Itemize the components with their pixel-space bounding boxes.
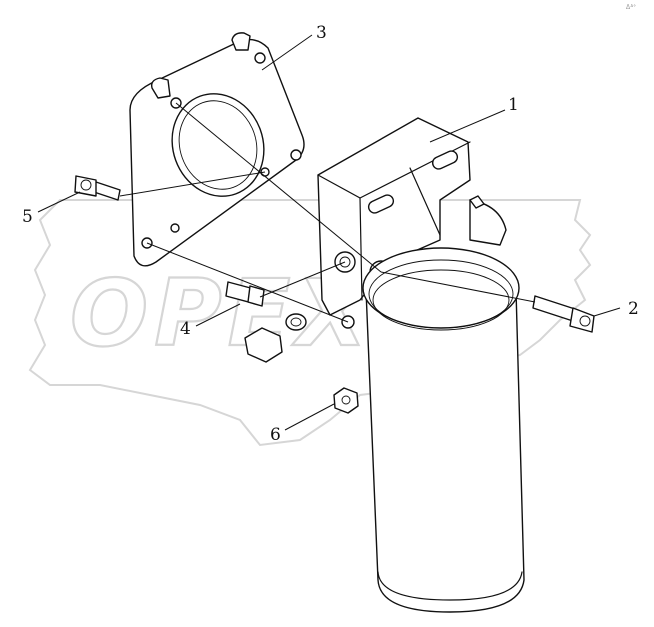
callout-1: 1: [508, 95, 519, 115]
filter-canister: [362, 247, 525, 613]
callout-2: 2: [628, 299, 639, 319]
callout-3: 3: [316, 23, 327, 43]
callout-4: 4: [180, 319, 191, 339]
watermark: OPEX: [28, 199, 592, 447]
hardware-parts: [74, 175, 595, 414]
corner-mark: ᐃᐞᐤ: [626, 4, 636, 11]
callout-labels: 1 2 3 4 5 6: [22, 23, 639, 445]
callout-leaders: [37, 34, 621, 431]
watermark-gear-outline: [28, 199, 592, 447]
callout-5: 5: [22, 207, 33, 227]
watermark-text: OPEX: [70, 260, 373, 367]
assembly-axis-lines: [119, 102, 536, 323]
mounting-plate: [129, 32, 305, 267]
callout-6: 6: [270, 425, 281, 445]
filter-head-bracket: [317, 117, 507, 329]
